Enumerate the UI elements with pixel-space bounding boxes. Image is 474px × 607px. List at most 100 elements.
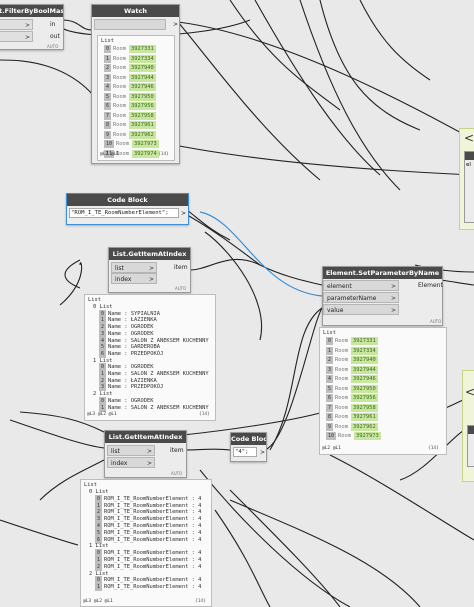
code-output-port[interactable]: > [181, 210, 187, 217]
item-value: ROM_I_TE_RoomNumberElement : 4 [104, 584, 202, 591]
item-index: 0 [326, 337, 334, 345]
wire [61, 19, 93, 31]
out-output-port[interactable]: out [50, 33, 60, 40]
chevron-left-icon[interactable]: < [464, 131, 474, 145]
item-output-port[interactable]: item [174, 264, 188, 271]
item-type: Room [113, 93, 126, 100]
item-index: 2 [104, 64, 112, 72]
filter-input-port[interactable]: > [0, 19, 33, 30]
element-input-port[interactable]: element> [323, 280, 399, 291]
item-value: 3927946 [351, 375, 378, 383]
item-value: 3927962 [351, 422, 378, 431]
wire [186, 209, 231, 241]
offscreen-node[interactable]: el [464, 151, 474, 223]
item-value: 3927334 [129, 54, 156, 63]
item-type: Room [113, 84, 126, 90]
wire [189, 258, 323, 286]
wire [19, 411, 105, 433]
offscreen-group-panel-2[interactable]: < [462, 370, 474, 482]
item-index: 7 [326, 403, 334, 412]
item-value: ROM_I_TE_RoomNumberElement : 4 [104, 563, 202, 570]
item-type: Room [113, 74, 126, 81]
offscreen-node[interactable] [467, 425, 474, 467]
item-value: Name : OGRODEK [108, 330, 154, 337]
item-value: Name : PRZEDPOKÓJ [108, 350, 164, 357]
item-value: 3927961 [351, 413, 378, 421]
item-value: ROM_I_TE_RoomNumberElement : 4 [104, 523, 202, 529]
item-value: ROM_I_TE_RoomNumberElement : 4 [104, 577, 202, 584]
item-value: 3927956 [129, 102, 156, 110]
code-text[interactable]: "4"; [233, 447, 257, 457]
item-index: 11 [104, 149, 115, 158]
chevron-right-icon: > [146, 448, 152, 455]
item-index: 8 [326, 413, 334, 421]
sublist-label: 2 List [93, 391, 113, 398]
set-parameter-by-name-node[interactable]: Element.SetParameterByName element> para… [322, 266, 443, 326]
item-type: Room [335, 404, 348, 411]
item-value: 3927950 [129, 92, 156, 101]
filter-by-bool-mask-node[interactable]: t.FilterByBoolMask > > in out AUTO [0, 4, 64, 50]
chevron-left-icon[interactable]: < [465, 385, 474, 399]
item-type: Room [116, 150, 130, 157]
code-text[interactable]: "ROM_I_TE_RoomNumberElement"; [69, 208, 179, 218]
in-output-port[interactable]: in [50, 21, 56, 28]
get-item-at-index-node-2[interactable]: List.GetItemAtIndex list> index> item AU… [104, 430, 187, 478]
list-input-port[interactable]: list> [107, 445, 155, 456]
item-type: Room [116, 141, 130, 147]
code-output-port[interactable]: > [260, 449, 266, 456]
item-output-port[interactable]: item [170, 447, 184, 454]
offscreen-group-panel[interactable]: < el [459, 128, 474, 230]
index-input-port[interactable]: index> [111, 273, 157, 284]
item-value: 3927962 [129, 130, 156, 139]
item-index: 3 [99, 383, 107, 392]
list-input-port[interactable]: list> [111, 262, 157, 273]
value-input-port[interactable]: value> [323, 304, 399, 315]
code-block-node-2[interactable]: Code Block "4"; > [230, 432, 267, 462]
get-item-at-index-node[interactable]: List.GetItemAtIndex list> index> item AU… [108, 247, 191, 293]
item-index: 4 [95, 522, 103, 530]
item-index: 4 [326, 375, 334, 383]
filter-input-port-2[interactable]: > [0, 31, 33, 42]
item-value: Name : SALON Z ANEKSEM KUCHENNY [108, 404, 209, 411]
item-type: Room [335, 357, 348, 363]
item-index: 6 [95, 535, 103, 544]
level-indicator: @L2 @L1 [100, 152, 119, 157]
node-title: List.GetItemAtIndex [105, 431, 186, 443]
item-index: 0 [99, 309, 107, 318]
item-index: 0 [99, 363, 107, 372]
lacing-label: AUTO [47, 44, 59, 49]
node-title: Code Block [231, 433, 266, 445]
parameter-name-input-port[interactable]: parameterName> [323, 292, 399, 303]
watch-output-port[interactable]: > [173, 21, 179, 28]
chevron-right-icon: > [24, 22, 30, 29]
code-block-node[interactable]: Code Block "ROM_I_TE_RoomNumberElement";… [66, 193, 189, 225]
watch-input-port[interactable] [94, 19, 166, 30]
sublist-label: 1 List [89, 543, 109, 550]
item-value: Name : ŁAZIENKA [108, 377, 157, 384]
index-input-port[interactable]: index> [107, 457, 155, 468]
lacing-label: AUTO [175, 286, 187, 291]
wire [264, 307, 323, 451]
wire [229, 0, 341, 111]
element-output-port[interactable]: Element [418, 282, 443, 289]
item-type: Room [113, 103, 126, 109]
